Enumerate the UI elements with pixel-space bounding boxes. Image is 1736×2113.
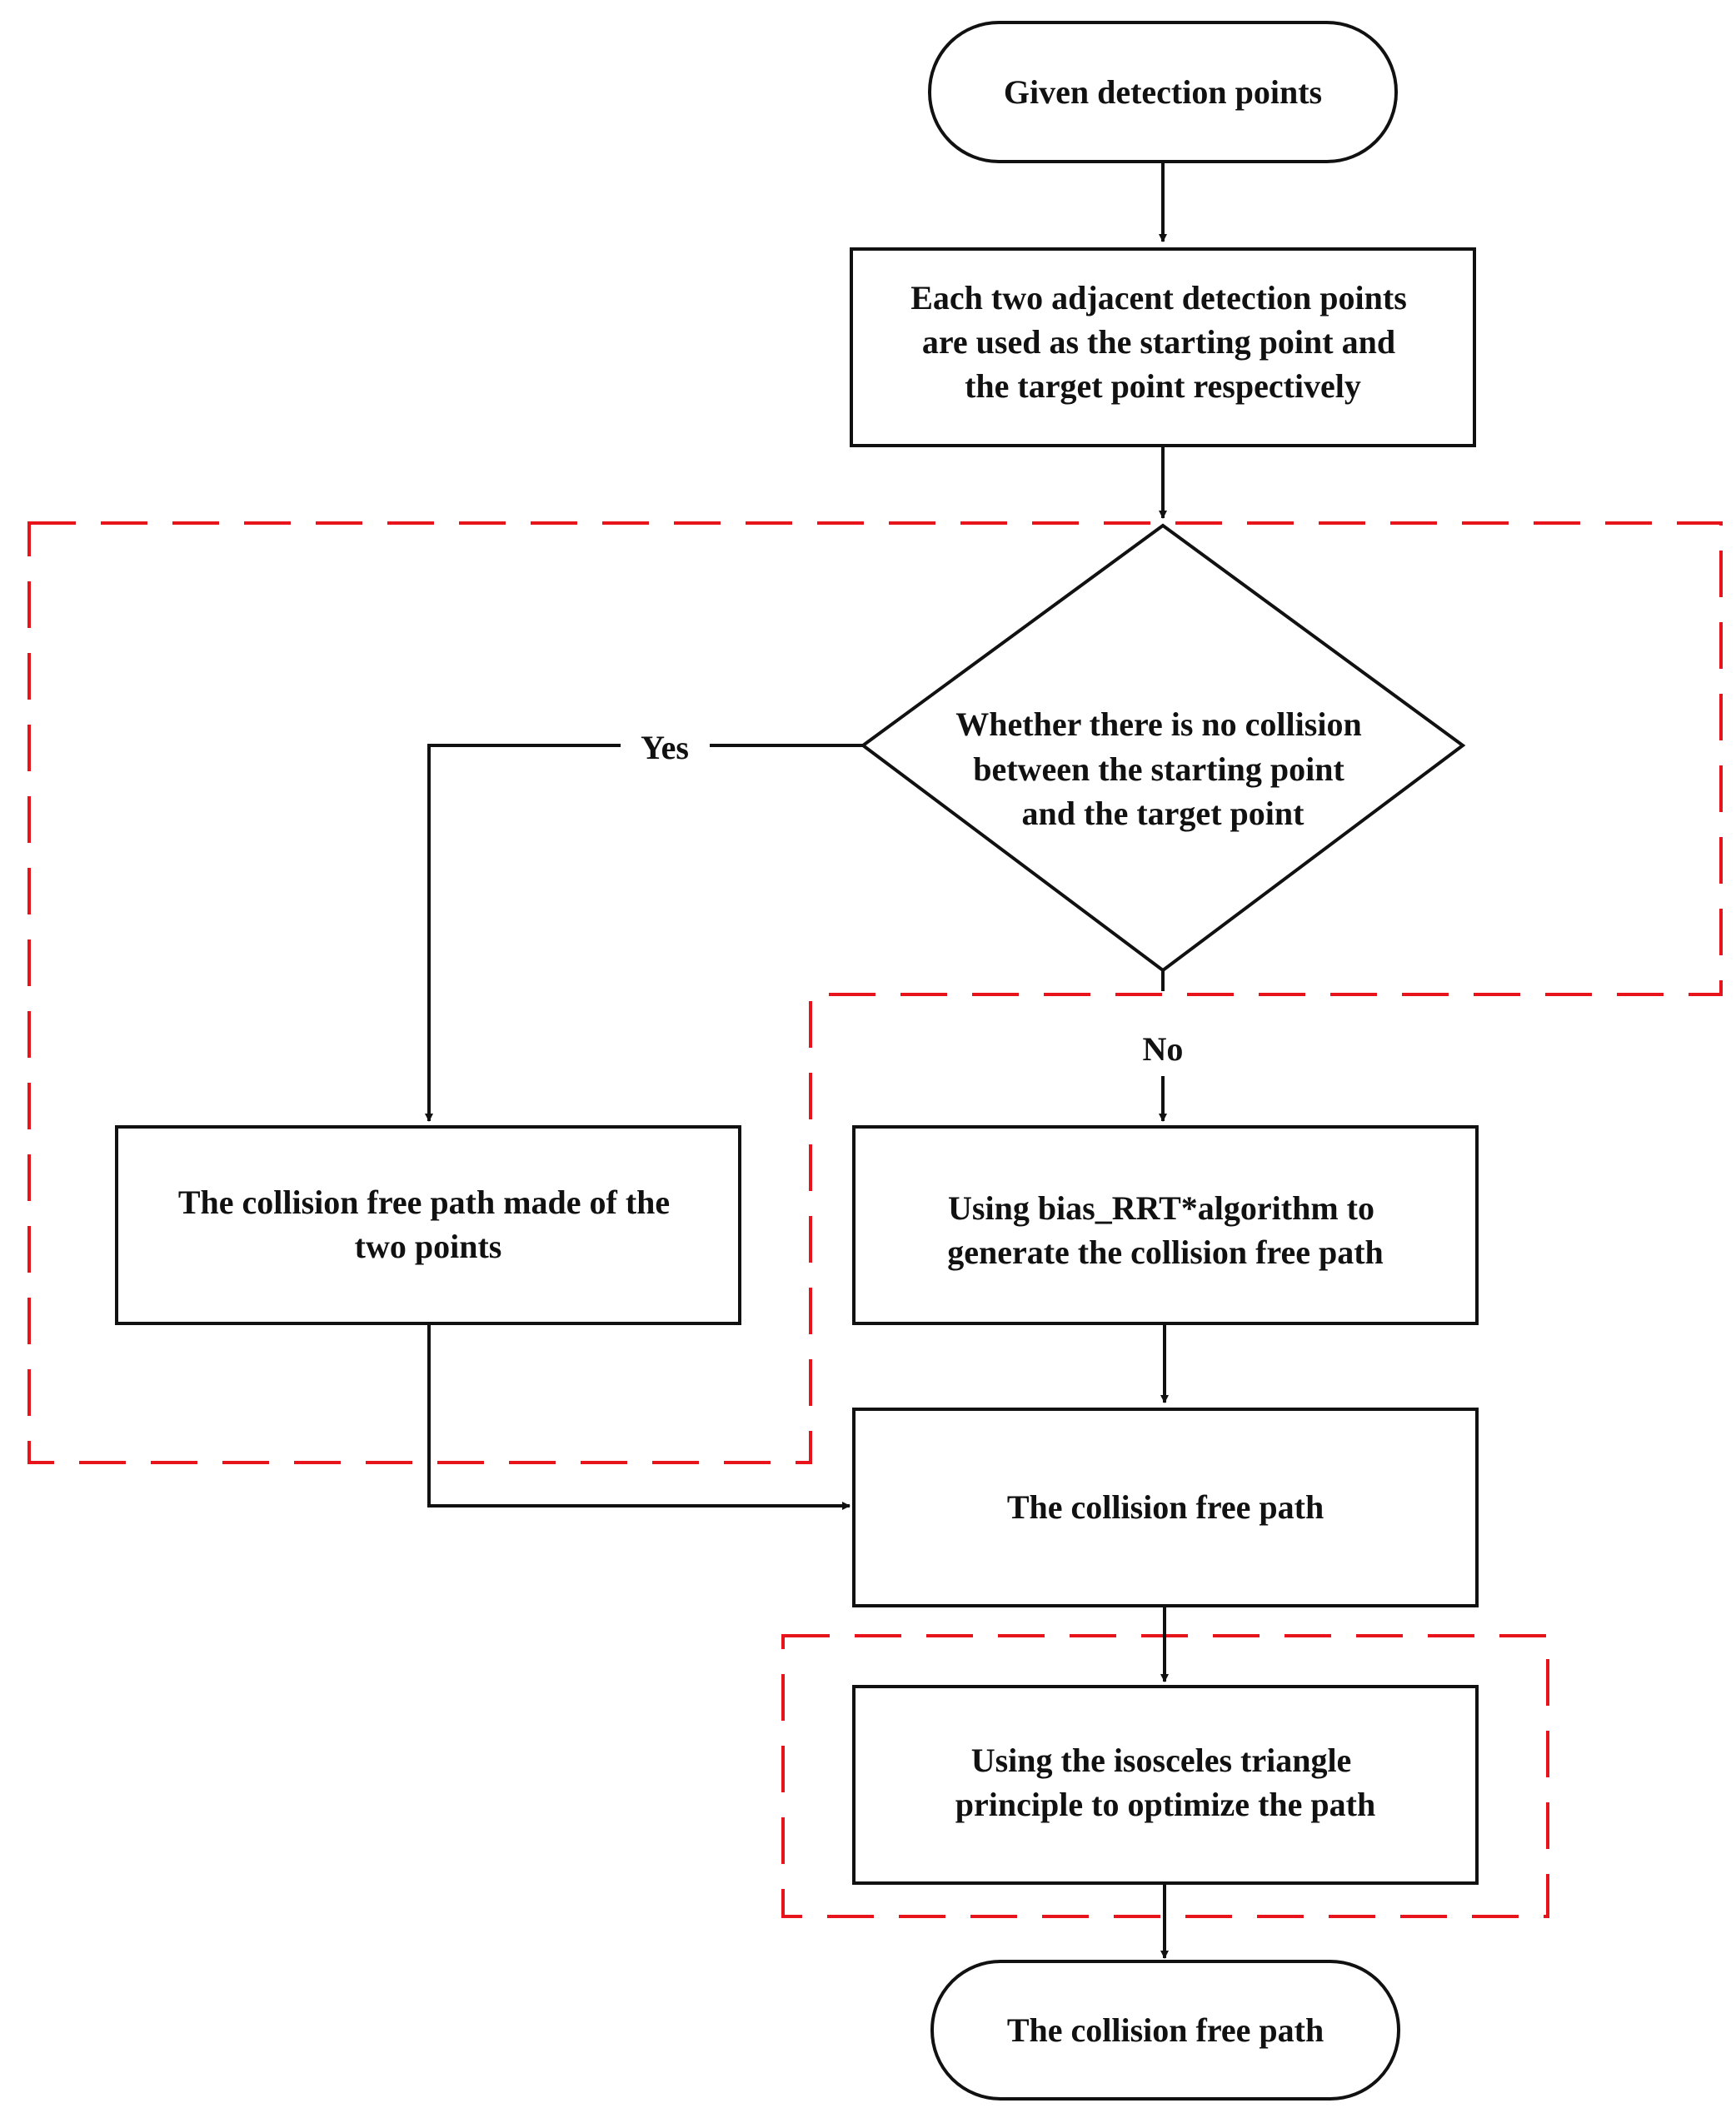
region-collision-check xyxy=(27,521,1723,1464)
edge-direct-to-path xyxy=(427,1323,851,1510)
collision-check-decision: Whether there is no collision between th… xyxy=(860,523,1466,973)
bias-rrt-line-2: generate the collision free path xyxy=(947,1233,1384,1271)
start-label: Given detection points xyxy=(1004,73,1322,111)
collision-free-path-process: The collision free path xyxy=(852,1408,1479,1607)
direct-path-process: The collision free path made of the two … xyxy=(115,1125,741,1325)
pair-setup-line-1: Each two adjacent detection points xyxy=(910,279,1407,316)
collision-free-path-label: The collision free path xyxy=(1007,1488,1324,1526)
svg-text:Using the isosceles triangle: Using the isosceles triangle principle t… xyxy=(955,1742,1375,1823)
end-label: The collision free path xyxy=(1007,2011,1324,2049)
yes-label: Yes xyxy=(641,729,689,766)
no-label: No xyxy=(1143,1030,1184,1068)
optimize-line-2: principle to optimize the path xyxy=(955,1786,1375,1823)
optimize-process: Using the isosceles triangle principle t… xyxy=(852,1685,1479,1885)
pair-setup-line-3: the target point respectively xyxy=(965,367,1361,405)
start-terminal: Given detection points xyxy=(928,21,1398,163)
decision-line-3: and the target point xyxy=(1022,795,1305,832)
svg-text:Using bias_RRT*algorithm to: Using bias_RRT*algorithm to generate the… xyxy=(947,1189,1384,1271)
svg-text:Whether there is no collision: Whether there is no collision between th… xyxy=(955,705,1369,832)
svg-text:The collision free path: The collision free path xyxy=(1007,2011,1324,2049)
direct-path-line-2: two points xyxy=(355,1228,502,1265)
svg-text:Each two adjacent detection po: Each two adjacent detection points are u… xyxy=(910,279,1415,405)
svg-text:Given detection points: Given detection points xyxy=(1004,73,1322,111)
bias-rrt-process: Using bias_RRT*algorithm to generate the… xyxy=(852,1125,1479,1325)
optimize-line-1: Using the isosceles triangle xyxy=(971,1742,1352,1779)
svg-text:The collision free path: The collision free path xyxy=(1007,1488,1324,1526)
edge-yes-branch xyxy=(429,744,863,1121)
decision-line-2: between the starting point xyxy=(973,750,1344,788)
decision-line-1: Whether there is no collision xyxy=(955,705,1361,743)
pair-setup-process: Each two adjacent detection points are u… xyxy=(850,247,1476,447)
bias-rrt-line-1: Using bias_RRT*algorithm to xyxy=(948,1189,1374,1227)
pair-setup-line-2: are used as the starting point and xyxy=(922,323,1395,361)
end-terminal: The collision free path xyxy=(930,1960,1400,2101)
direct-path-line-1: The collision free path made of the xyxy=(178,1184,670,1221)
svg-text:The collision free path made o: The collision free path made of the two … xyxy=(178,1184,678,1265)
